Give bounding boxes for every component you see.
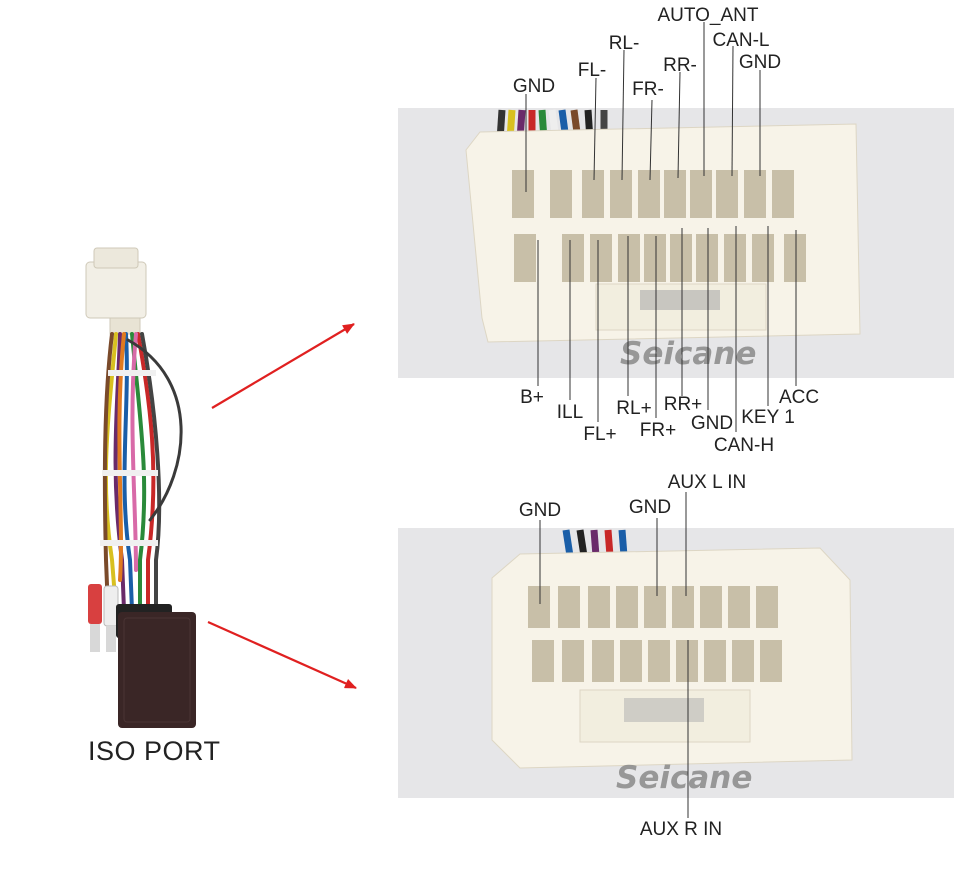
top-lower-leaders	[537, 226, 797, 432]
top-pin-label-gnd-3: GND	[691, 413, 733, 434]
top-pin-label-key-1: KEY 1	[741, 407, 795, 428]
bottom-connector-photo	[398, 528, 954, 798]
arrow-to-top-connector	[211, 323, 355, 409]
top-pin-label-gnd-1: GND	[513, 76, 555, 97]
harness-top-plug	[85, 261, 147, 319]
top-pin-label-fr-plus: FR+	[640, 420, 676, 441]
iso-harness-illustration	[85, 247, 196, 728]
top-pin-label-fl-minus: FL-	[578, 60, 607, 81]
top-pin-label-fr-minus: FR-	[632, 79, 664, 100]
top-pin-label-rr-minus: RR-	[663, 55, 697, 76]
top-pin-label-rl-minus: RL-	[609, 33, 640, 54]
top-pin-label-auto-ant: AUTO_ANT	[657, 5, 758, 26]
top-pin-label-acc: ACC	[779, 387, 819, 408]
bottom-pin-label-gnd-2: GND	[629, 497, 671, 518]
bottom-leaders	[539, 492, 689, 818]
bottom-pin-label-aux-l-in: AUX L IN	[668, 472, 747, 493]
harness-module-box	[118, 612, 196, 728]
bottom-pin-label-aux-r-in: AUX R IN	[640, 819, 722, 840]
rca-plugs	[88, 584, 119, 652]
top-pin-label-ill: ILL	[557, 402, 583, 423]
iso-port-caption: ISO PORT	[88, 736, 221, 766]
top-pin-label-rr-plus: RR+	[664, 394, 703, 415]
top-pin-label-fl-plus: FL+	[583, 424, 616, 445]
arrow-to-bottom-connector	[207, 620, 357, 690]
top-pin-label-b-plus: B+	[520, 387, 544, 408]
bottom-watermark: Seicane	[616, 760, 752, 796]
top-watermark: Seicane	[620, 336, 756, 372]
top-connector-photo	[398, 108, 954, 378]
bottom-pin-label-gnd-1: GND	[519, 500, 561, 521]
top-pin-label-rl-plus: RL+	[616, 398, 651, 419]
top-pin-label-can-l: CAN-L	[712, 30, 769, 51]
top-pin-label-can-h: CAN-H	[714, 435, 774, 456]
top-pin-label-gnd-2: GND	[739, 52, 781, 73]
top-upper-leaders	[525, 22, 761, 192]
